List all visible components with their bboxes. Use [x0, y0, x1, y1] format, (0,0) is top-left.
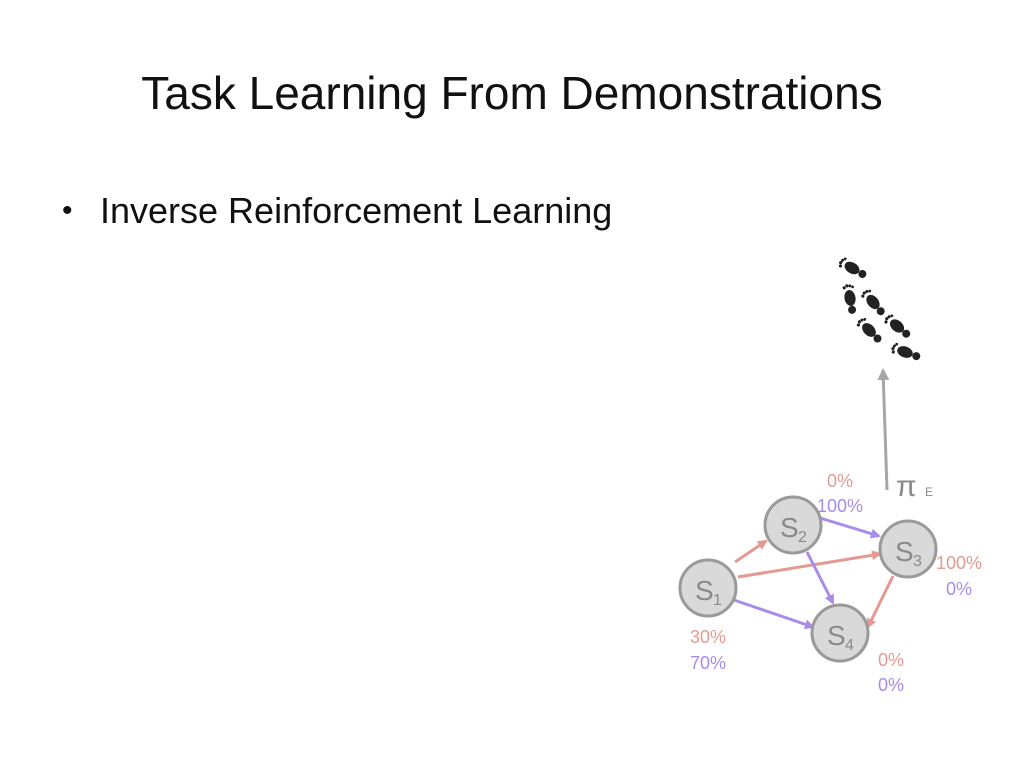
svg-text:S: S: [895, 536, 914, 567]
edge-s2-s4: [805, 551, 835, 605]
edge-s1-s4: [733, 598, 815, 630]
svg-text:4: 4: [845, 637, 854, 654]
s4-red-label: 0%: [878, 650, 904, 670]
s3-red-label: 100%: [936, 553, 982, 573]
policy-arrow: [877, 368, 890, 491]
svg-text:S: S: [695, 575, 714, 606]
slide-title: Task Learning From Demonstrations: [141, 67, 883, 119]
bullet-list: • Inverse Reinforcement Learning: [62, 190, 612, 232]
policy-subscript: E: [925, 485, 933, 499]
bullet-dot-icon: •: [62, 194, 73, 227]
svg-text:S: S: [780, 512, 799, 543]
s3-purple-label: 0%: [946, 579, 972, 599]
node-s2: S 2: [763, 495, 823, 555]
policy-symbol: π: [896, 470, 917, 503]
s1-purple-label: 70%: [690, 653, 726, 673]
bullet-item: • Inverse Reinforcement Learning: [62, 190, 612, 232]
edge-s1-s3: [737, 550, 882, 579]
bullet-text: Inverse Reinforcement Learning: [100, 190, 613, 231]
s1-red-label: 30%: [690, 627, 726, 647]
node-s1: S 1: [678, 558, 738, 618]
svg-text:3: 3: [913, 553, 922, 570]
s4-purple-label: 0%: [878, 675, 904, 695]
svg-text:2: 2: [798, 529, 807, 546]
s2-red-label: 0%: [827, 471, 853, 491]
edge-s2-s3: [819, 516, 881, 539]
node-s4: S 4: [810, 603, 870, 663]
footprints-icon: [836, 255, 923, 363]
s2-purple-label: 100%: [817, 496, 863, 516]
edge-s1-s2: [734, 539, 768, 564]
svg-text:1: 1: [713, 592, 722, 609]
node-s3: S 3: [878, 519, 938, 579]
svg-text:S: S: [827, 620, 846, 651]
edge-s3-s4: [866, 575, 895, 629]
